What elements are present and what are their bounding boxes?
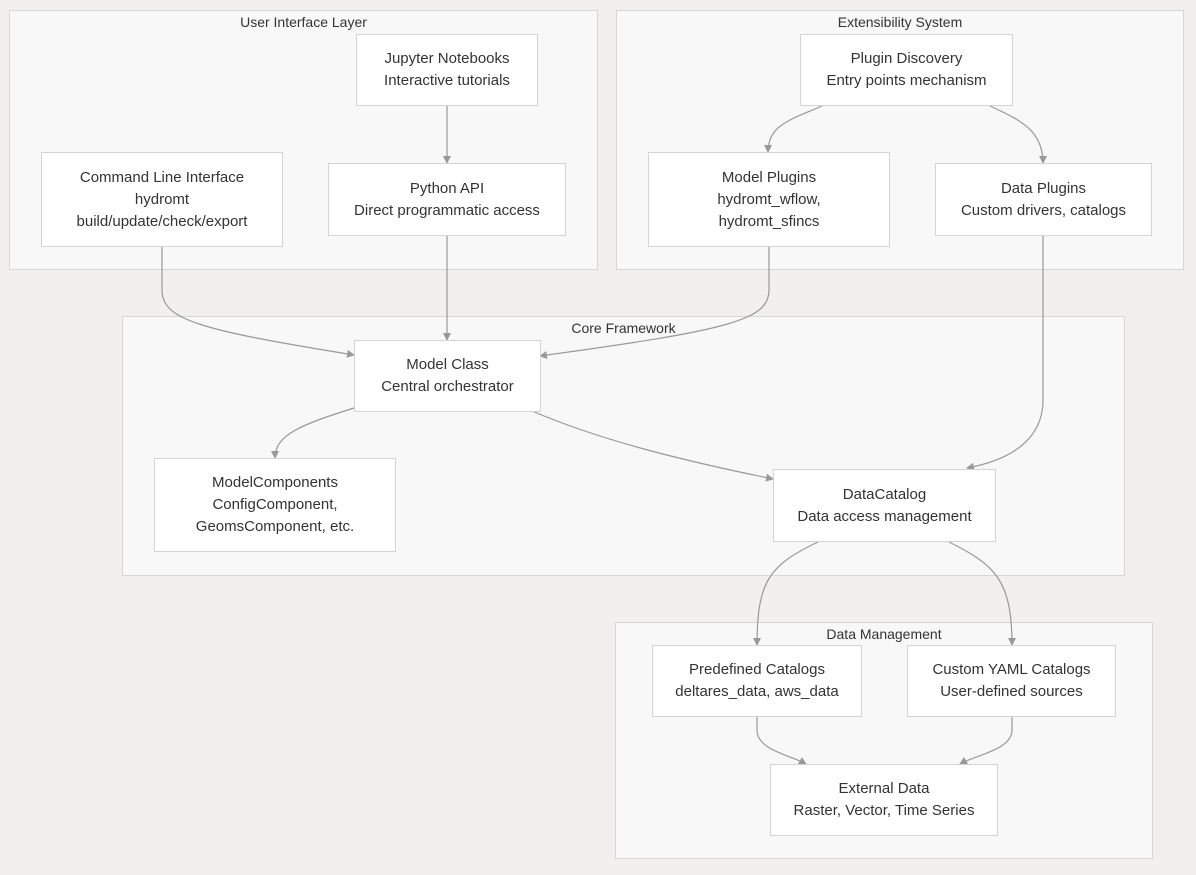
node-jupyter-notebooks-line-1: Jupyter Notebooks — [384, 50, 510, 67]
cluster-title-data-management: Data Management — [826, 626, 942, 642]
node-data-catalog[interactable]: DataCatalog Data access management — [773, 469, 996, 542]
node-python-api-line-1: Python API — [409, 179, 485, 197]
node-data-catalog-line-1: DataCatalog — [842, 485, 927, 503]
node-plugin-discovery-line-2: Entry points mechanism — [826, 72, 987, 89]
node-model-components-line-1: ModelComponents — [212, 474, 338, 491]
cluster-title-core-framework: Core Framework — [571, 320, 676, 336]
node-model-plugins[interactable]: Model Plugins hydromt_wflow, hydromt_sfi… — [648, 152, 890, 247]
node-plugin-discovery-line-1: Plugin Discovery — [850, 50, 963, 67]
cluster-title-user-interface-layer: User Interface Layer — [240, 14, 367, 30]
node-cli-line-2: hydromt — [134, 190, 190, 208]
node-data-catalog-line-2: Data access management — [797, 507, 972, 525]
node-python-api-line-2: Direct programmatic access — [354, 201, 540, 219]
node-model-components-line-3: GeomsComponent, etc. — [195, 518, 355, 535]
node-external-data[interactable]: External Data Raster, Vector, Time Serie… — [770, 764, 998, 836]
node-jupyter-notebooks-line-2: Interactive tutorials — [384, 72, 510, 89]
node-model-components[interactable]: ModelComponents ConfigComponent, GeomsCo… — [154, 458, 396, 552]
node-data-plugins[interactable]: Data Plugins Custom drivers, catalogs — [935, 163, 1152, 236]
node-data-plugins-line-1: Data Plugins — [1000, 179, 1087, 197]
node-plugin-discovery[interactable]: Plugin Discovery Entry points mechanism — [800, 34, 1013, 106]
cluster-title-extensibility-system: Extensibility System — [837, 14, 963, 30]
node-python-api[interactable]: Python API Direct programmatic access — [328, 163, 566, 236]
node-model-plugins-line-1: Model Plugins — [721, 168, 817, 186]
node-model-class[interactable]: Model Class Central orchestrator — [354, 340, 541, 412]
node-external-data-line-2: Raster, Vector, Time Series — [793, 802, 975, 819]
node-command-line-interface[interactable]: Command Line Interface hydromt build/upd… — [41, 152, 283, 247]
node-custom-yaml-catalogs[interactable]: Custom YAML Catalogs User-defined source… — [907, 645, 1116, 717]
node-predefined-catalogs[interactable]: Predefined Catalogs deltares_data, aws_d… — [652, 645, 862, 717]
node-custom-yaml-catalogs-line-2: User-defined sources — [940, 683, 1083, 700]
node-jupyter-notebooks[interactable]: Jupyter Notebooks Interactive tutorials — [356, 34, 538, 106]
node-cli-line-3: build/update/check/export — [76, 212, 248, 230]
node-custom-yaml-catalogs-line-1: Custom YAML Catalogs — [932, 661, 1091, 678]
node-model-class-line-2: Central orchestrator — [381, 378, 514, 395]
node-data-plugins-line-2: Custom drivers, catalogs — [960, 201, 1127, 219]
node-model-plugins-line-3: hydromt_sfincs — [718, 212, 820, 230]
node-predefined-catalogs-line-1: Predefined Catalogs — [689, 661, 825, 678]
node-model-class-line-1: Model Class — [406, 356, 489, 373]
node-model-plugins-line-2: hydromt_wflow, — [717, 190, 821, 208]
node-predefined-catalogs-line-2: deltares_data, aws_data — [675, 683, 839, 700]
node-cli-line-1: Command Line Interface — [79, 168, 245, 186]
node-external-data-line-1: External Data — [838, 780, 930, 797]
node-model-components-line-2: ConfigComponent, — [212, 496, 338, 513]
